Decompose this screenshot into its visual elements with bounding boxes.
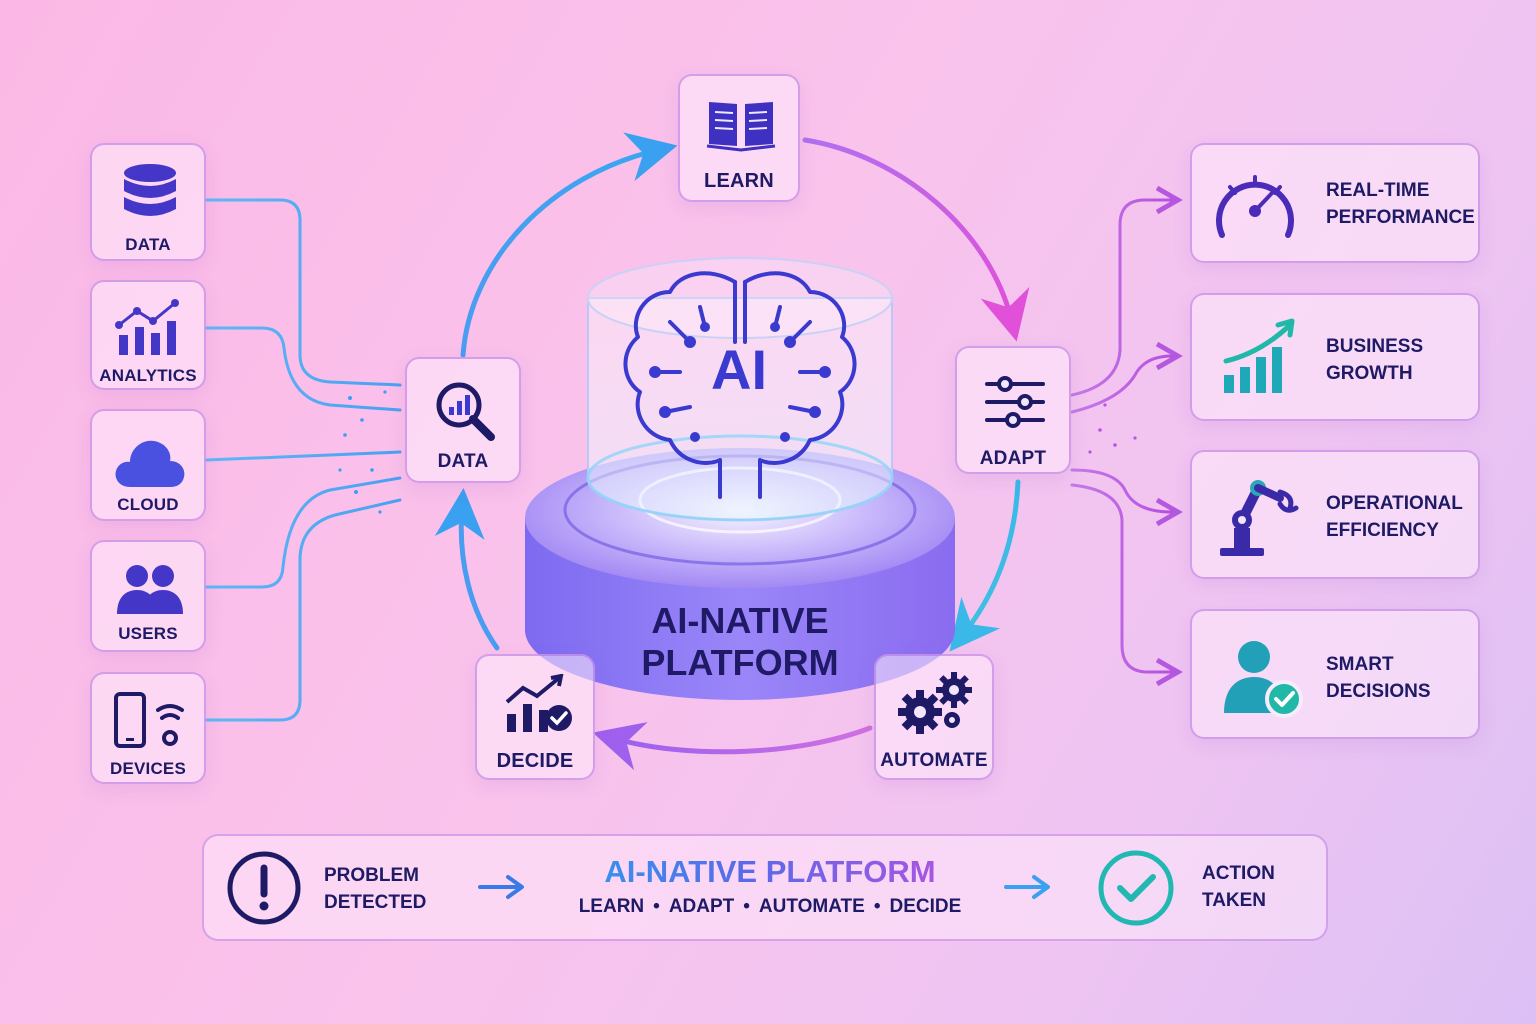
step-decide: DECIDE <box>889 896 962 917</box>
input-card-analytics[interactable]: ANALYTICS <box>90 280 206 390</box>
problem-line2: DETECTED <box>324 892 427 913</box>
outcome-line2: GROWTH <box>1326 363 1413 384</box>
input-label-cloud: CLOUD <box>117 495 179 514</box>
arc-data-to-learn <box>460 132 678 358</box>
outcome-line2: EFFICIENCY <box>1326 520 1439 541</box>
connector-devices <box>204 498 402 722</box>
cycle-label-automate: AUTOMATE <box>880 750 988 771</box>
devices-icon <box>114 692 184 748</box>
cycle-node-adapt[interactable]: ADAPT <box>955 346 1071 474</box>
problem-line1: PROBLEM <box>324 865 419 886</box>
platform-title-line1: AI-NATIVE <box>651 600 829 641</box>
alert-icon <box>227 851 301 925</box>
arrow-right-icon <box>478 875 524 899</box>
cycle-node-automate[interactable]: AUTOMATE <box>874 654 994 780</box>
cycle-node-data[interactable]: DATA <box>405 357 521 483</box>
arc-automate-to-decide <box>592 722 873 771</box>
sliders-icon <box>985 376 1045 428</box>
arrow-right-icon <box>1004 875 1050 899</box>
outcome-line2: DECISIONS <box>1326 681 1431 702</box>
cycle-label-data: DATA <box>437 451 489 472</box>
input-label-users: USERS <box>118 624 178 643</box>
platform-title: AI-NATIVE PLATFORM <box>560 600 920 684</box>
connector-users <box>204 476 402 589</box>
outcome-line1: OPERATIONAL <box>1326 493 1463 514</box>
input-label-devices: DEVICES <box>109 759 187 778</box>
book-icon <box>706 102 776 152</box>
outcome-card-realtime[interactable]: REAL-TIME PERFORMANCE <box>1190 143 1480 263</box>
outcome-text-realtime: REAL-TIME PERFORMANCE <box>1326 177 1475 231</box>
database-icon <box>124 164 176 216</box>
users-icon <box>117 565 183 614</box>
connector-decisions <box>1070 483 1183 687</box>
cycle-label-decide: DECIDE <box>496 750 574 772</box>
cycle-label-learn: LEARN <box>704 170 774 192</box>
action-taken-text: ACTION TAKEN <box>1202 860 1275 914</box>
arc-adapt-to-automate <box>949 479 1021 652</box>
step-adapt: ADAPT <box>668 896 735 917</box>
input-card-users[interactable]: USERS <box>90 540 206 652</box>
outcome-text-efficiency: OPERATIONAL EFFICIENCY <box>1326 490 1463 544</box>
connector-cloud <box>204 450 402 462</box>
arc-decide-to-data <box>434 488 500 651</box>
user-check-icon <box>1224 641 1303 718</box>
check-circle-icon <box>1098 850 1174 926</box>
analytics-chart-icon <box>115 299 179 355</box>
input-card-cloud[interactable]: CLOUD <box>90 409 206 521</box>
input-label-analytics: ANALYTICS <box>99 366 197 385</box>
cycle-node-decide[interactable]: DECIDE <box>475 654 595 780</box>
outcome-line1: SMART <box>1326 654 1394 675</box>
outcome-line1: REAL-TIME <box>1326 180 1430 201</box>
connector-growth <box>1070 341 1183 414</box>
outcome-text-decisions: SMART DECISIONS <box>1326 651 1431 705</box>
speedometer-icon <box>1216 175 1294 238</box>
step-automate: AUTOMATE <box>758 896 865 917</box>
outcome-line2: PERFORMANCE <box>1326 207 1475 228</box>
outcome-card-efficiency[interactable]: OPERATIONAL EFFICIENCY <box>1190 450 1480 579</box>
decision-chart-icon <box>505 674 572 732</box>
platform-title-line2: PLATFORM <box>641 642 839 683</box>
brain-icon <box>623 271 857 499</box>
outcome-line1: BUSINESS <box>1326 336 1424 357</box>
ai-label: AI <box>711 338 767 401</box>
outcome-card-decisions[interactable]: SMART DECISIONS <box>1190 609 1480 739</box>
input-card-devices[interactable]: DEVICES <box>90 672 206 784</box>
cycle-label-adapt: ADAPT <box>979 448 1047 469</box>
input-card-data[interactable]: DATA <box>90 143 206 261</box>
summary-title: AI-NATIVE PLATFORM <box>540 854 1000 890</box>
arc-learn-to-adapt <box>802 137 1030 342</box>
cloud-icon <box>115 440 185 487</box>
action-line2: TAKEN <box>1202 890 1267 911</box>
gears-icon <box>898 672 972 734</box>
connector-efficiency <box>1070 468 1183 527</box>
input-label-data: DATA <box>125 235 171 254</box>
action-line1: ACTION <box>1202 863 1275 884</box>
cycle-node-learn[interactable]: LEARN <box>678 74 800 202</box>
connector-realtime <box>1070 185 1183 397</box>
outcome-text-growth: BUSINESS GROWTH <box>1326 333 1423 387</box>
outcome-card-growth[interactable]: BUSINESS GROWTH <box>1190 293 1480 421</box>
connector-data <box>204 198 402 387</box>
data-search-icon <box>436 382 495 441</box>
growth-chart-icon <box>1223 318 1295 393</box>
connector-analytics <box>204 326 402 412</box>
robot-arm-icon <box>1220 480 1299 556</box>
summary-steps: LEARN•ADAPT•AUTOMATE•DECIDE <box>578 896 962 917</box>
step-learn: LEARN <box>578 896 645 917</box>
problem-detected-text: PROBLEM DETECTED <box>324 862 426 916</box>
